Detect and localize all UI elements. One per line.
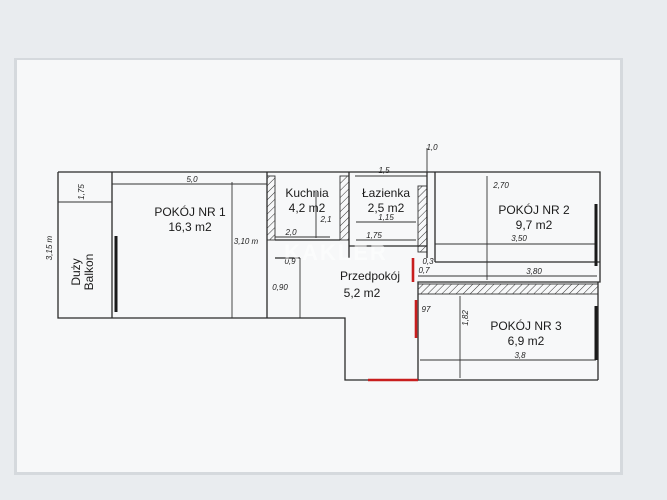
pokoj3-area: 6,9 m2: [508, 334, 545, 348]
wall-hatch: [339, 175, 350, 241]
kuchnia-area: 4,2 m2: [289, 201, 326, 215]
kuchnia-name: Kuchnia: [285, 186, 329, 200]
pokoj2-name: POKÓJ NR 2: [498, 202, 570, 217]
dim-15: 1,5: [378, 166, 390, 175]
watermark-logo: KAKLER: [284, 240, 388, 265]
dim-380: 3,80: [526, 267, 542, 276]
wall-hatch: [417, 283, 599, 295]
dim-270: 2,70: [492, 181, 509, 190]
pokoj1-name: POKÓJ NR 1: [154, 204, 226, 219]
przedpokoj-area: 5,2 m2: [344, 286, 381, 300]
dim-175a: 1,75: [77, 184, 86, 200]
dim-20: 2,0: [284, 228, 297, 237]
dim-310: 3,10 m: [234, 237, 259, 246]
paper-sheet: [17, 60, 620, 472]
lazienka-area: 2,5 m2: [368, 201, 405, 215]
floor-plan-drawing: DużyBalkon POKÓJ NR 1 16,3 m2 Kuchnia 4,…: [45, 143, 601, 382]
wall-hatch: [417, 185, 428, 253]
dim-182: 1,82: [461, 310, 470, 326]
przedpokoj-name: Przedpokój: [340, 269, 400, 283]
dim-315: 3,15 m: [45, 235, 54, 260]
dim-318: 3,8: [514, 351, 526, 360]
dim-50: 5,0: [186, 175, 198, 184]
dim-350: 3,50: [511, 234, 527, 243]
dim-07: 0,7: [418, 266, 430, 275]
dim-09: 0,9: [284, 257, 296, 266]
pokoj3-name: POKÓJ NR 3: [490, 318, 562, 333]
dim-97: 97: [422, 305, 431, 314]
balkon-label: DużyBalkon: [69, 254, 96, 291]
dim-03: 0,3: [422, 257, 434, 266]
dim-21: 2,1: [319, 215, 331, 224]
wall-hatch: [266, 175, 276, 241]
dim-090: 0,90: [272, 283, 288, 292]
pokoj2-area: 9,7 m2: [516, 218, 553, 232]
dim-10: 1,0: [426, 143, 438, 152]
dim-175b: 1,75: [366, 231, 382, 240]
pokoj1-area: 16,3 m2: [168, 220, 212, 234]
lazienka-name: Łazienka: [362, 186, 410, 200]
dim-115: 1,15: [378, 213, 394, 222]
